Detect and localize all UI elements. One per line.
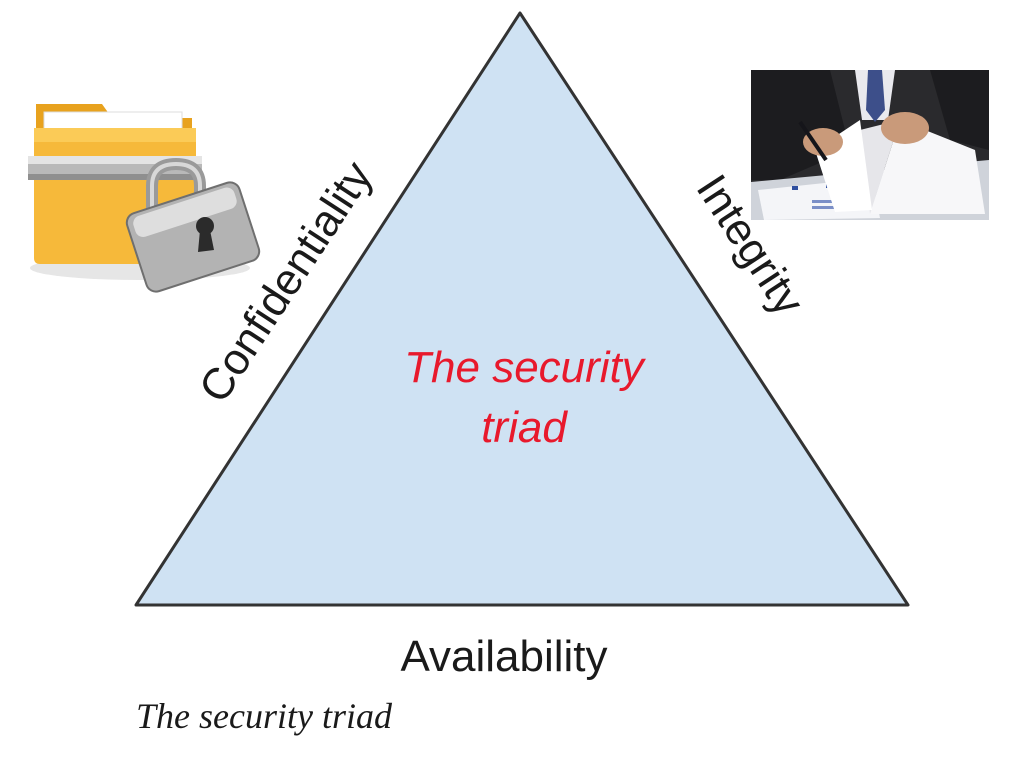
locked-folder-icon	[28, 104, 261, 293]
document-review-photo	[751, 70, 989, 220]
triad-triangle	[134, 11, 910, 607]
triad-center-label-line1: The security	[404, 343, 647, 392]
triad-center-label-line2: triad	[481, 403, 568, 452]
figure-caption: The security triad	[136, 696, 392, 736]
availability-label: Availability	[400, 632, 607, 681]
